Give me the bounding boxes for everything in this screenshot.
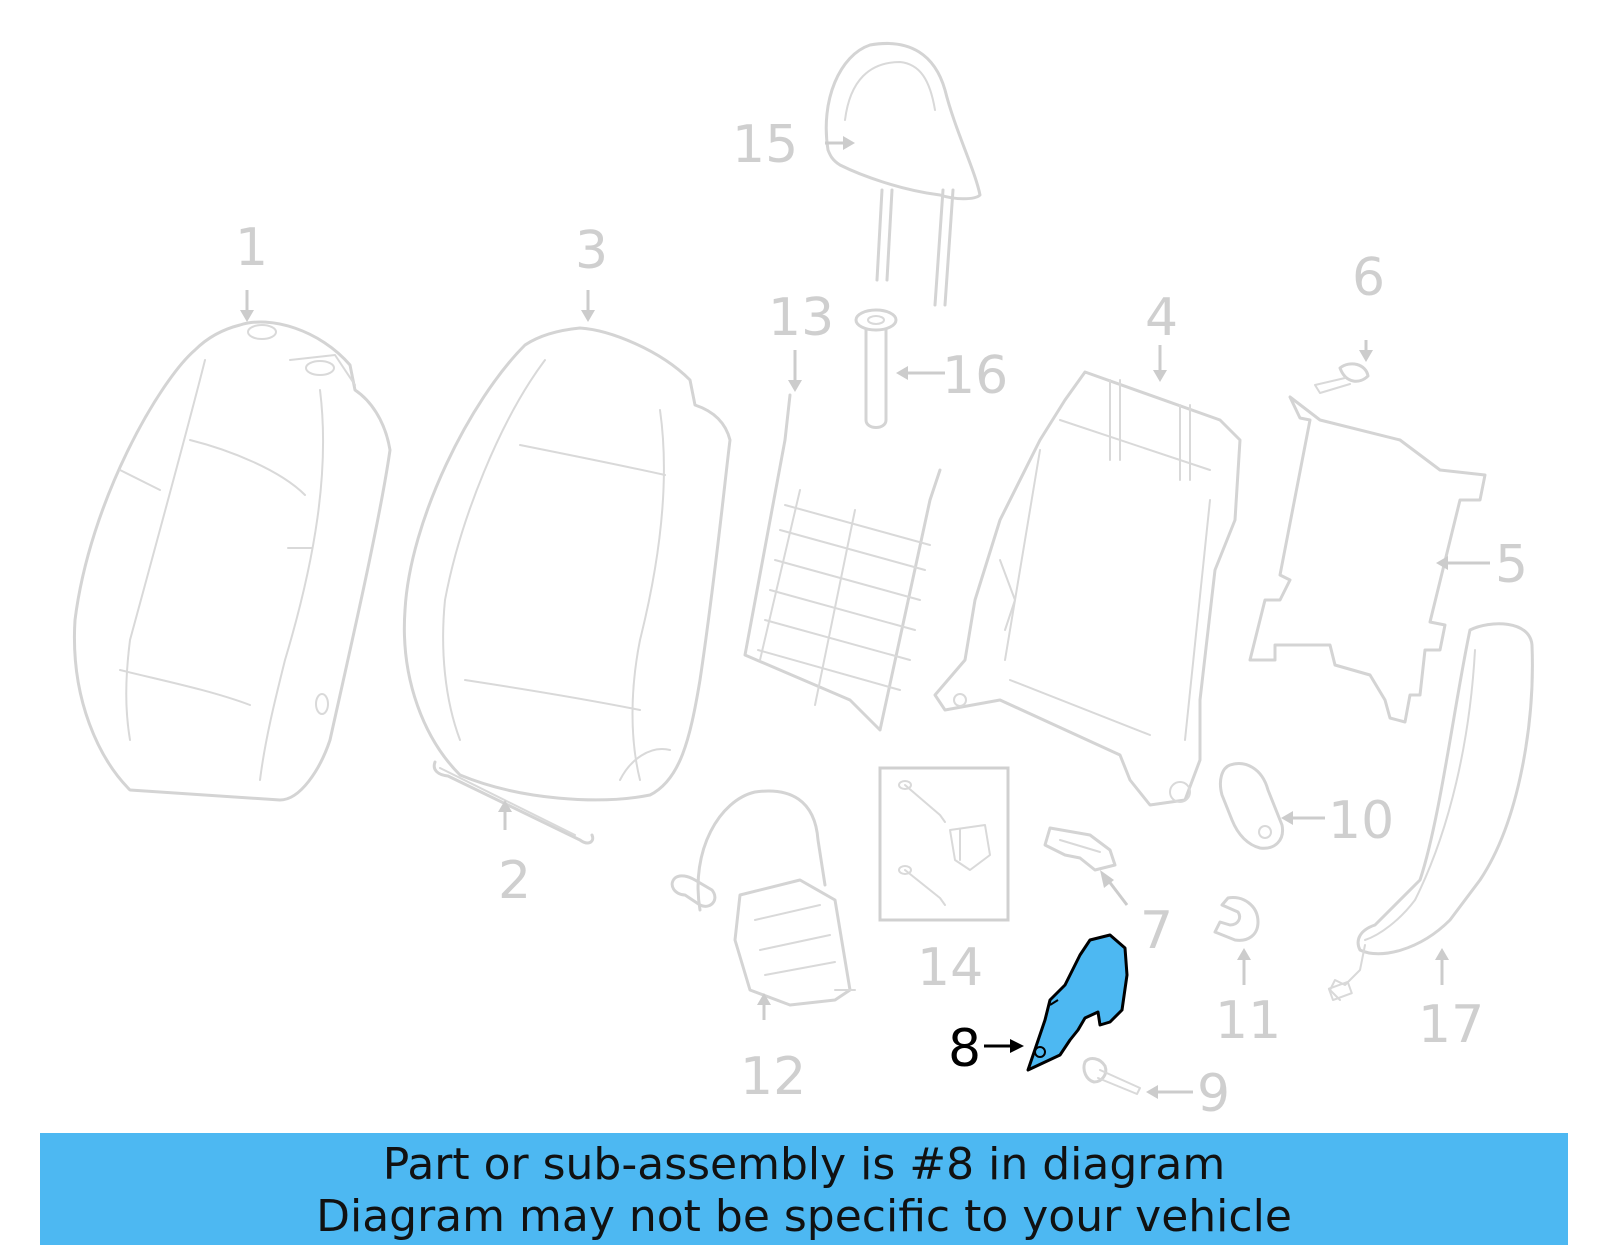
banner-line-2: Diagram may not be specific to your vehi… [316, 1191, 1292, 1242]
callout-17: 17 [1418, 995, 1484, 1055]
part-9-bolt [1082, 1057, 1141, 1095]
callout-1: 1 [235, 218, 268, 278]
callout-3: 3 [575, 221, 608, 281]
part-5-back-panel [1248, 395, 1487, 724]
callout-16: 16 [942, 346, 1008, 406]
part-11-clip [1213, 895, 1260, 942]
part-1-seatback-cover [72, 320, 392, 802]
callout-15: 15 [732, 115, 798, 175]
callout-8: 8 [948, 1019, 981, 1079]
callout-6: 6 [1352, 248, 1385, 308]
callout-10: 10 [1328, 791, 1394, 851]
callout-5: 5 [1495, 535, 1528, 595]
banner-line-1: Part or sub-assembly is #8 in diagram [382, 1139, 1226, 1190]
part-6-screw [1314, 362, 1370, 394]
part-10-cover [1218, 762, 1285, 850]
part-13-wire-frame [743, 393, 942, 732]
callout-4: 4 [1145, 288, 1178, 348]
part-15-headrest [824, 42, 982, 307]
part-17-side-trim [1327, 622, 1534, 1001]
part-4-seatback-frame [933, 370, 1242, 807]
callout-7: 7 [1140, 901, 1173, 961]
part-14-clip-kit [878, 766, 1010, 922]
callout-11: 11 [1215, 991, 1281, 1051]
callout-9: 9 [1197, 1064, 1230, 1124]
callout-14: 14 [917, 938, 983, 998]
callout-labels: 1 2 3 4 5 6 7 8 9 10 11 12 13 14 15 16 1… [235, 115, 1528, 1124]
info-banner: Part or sub-assembly is #8 in diagram Di… [40, 1133, 1568, 1245]
part-3-seatback-pad [402, 326, 732, 802]
part-8-highlighted-bracket [1026, 933, 1129, 1072]
callout-12: 12 [740, 1047, 806, 1107]
part-16-guide-sleeve [854, 308, 898, 429]
part-12-lumbar-assembly [670, 789, 856, 1007]
part-7-bracket [1043, 826, 1117, 872]
callout-2: 2 [498, 851, 531, 911]
callout-13: 13 [768, 288, 834, 348]
part-2-rod [432, 760, 595, 845]
leader-arrows [240, 136, 1490, 1099]
